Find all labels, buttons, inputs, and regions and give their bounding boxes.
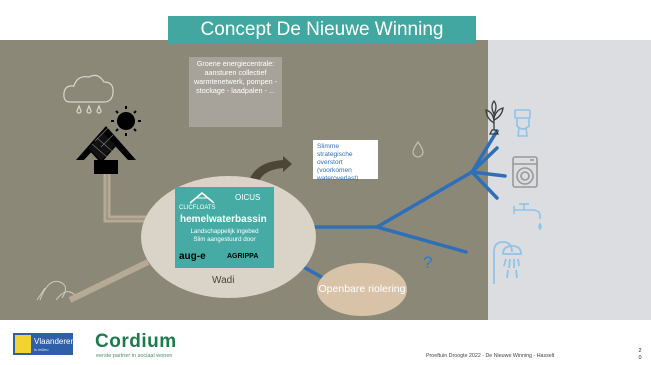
toilet-icon — [514, 109, 531, 137]
cloud-rain-icon — [63, 74, 114, 114]
oicus-logo: OICUS — [235, 193, 261, 202]
basin-line-1: Landschappelijk ingebed — [190, 228, 259, 235]
solar-house-icon — [76, 106, 141, 174]
riolering-ellipse: Openbare riolering — [317, 263, 407, 316]
basin-title: hemelwaterbassin — [180, 214, 267, 225]
energy-center-box: Groene energiecentrale: aansturen collec… — [189, 57, 282, 127]
shower-icon — [493, 241, 522, 284]
question-mark: ? — [423, 253, 433, 272]
basin-line-2: Slim aangestuurd door — [193, 236, 256, 243]
wadi-label: Wadi — [212, 275, 235, 286]
slide-title: Concept De Nieuwe Winning — [168, 16, 476, 44]
vlaanderen-logo: Vlaanderen is milieu — [13, 333, 75, 355]
vlaanderen-text: Vlaanderen — [34, 337, 75, 346]
agrippa-logo: AGRIPPA — [227, 253, 259, 260]
cordium-logo: Cordium — [95, 331, 177, 352]
washing-machine-icon — [512, 156, 538, 188]
lion-icon — [15, 335, 31, 353]
basin-description: Landschappelijk ingebed Slim aangestuurd… — [175, 228, 274, 244]
auge-logo: aug-e — [179, 251, 206, 262]
overstort-box: Slimme strategische overstort (voorkomen… — [313, 140, 378, 182]
clicfloats-logo-icon — [189, 192, 215, 204]
page-number: 2 0 — [638, 348, 642, 361]
blue-pipes — [272, 129, 507, 284]
tap-icon — [513, 203, 542, 231]
rainwater-basin-box: CLICFLOATS OICUS hemelwaterbassin Landsc… — [175, 187, 274, 268]
cordium-tagline: eerste partner in sociaal wonen — [96, 353, 173, 359]
interior-panel — [488, 40, 651, 320]
plant-icon — [485, 99, 504, 135]
droplet-icon — [412, 141, 424, 158]
footer — [0, 320, 651, 365]
footer-caption: Proeftuin Droogte 2022 - De Nieuwe Winni… — [426, 353, 555, 359]
clicfloats-logo: CLICFLOATS — [179, 205, 216, 211]
beige-pipe — [68, 259, 150, 303]
vlaanderen-subtext: is milieu — [34, 347, 49, 352]
